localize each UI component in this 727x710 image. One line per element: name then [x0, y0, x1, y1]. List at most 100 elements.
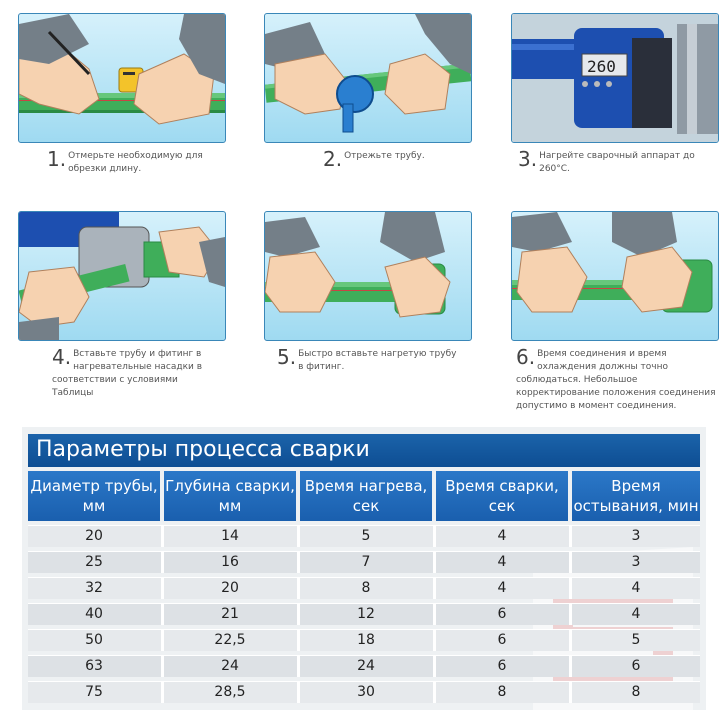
column-separator [569, 682, 572, 703]
step-number: 5. [277, 345, 297, 369]
table-cell: 18 [357, 632, 375, 648]
table-row: 63 24 24 6 6 [28, 655, 700, 677]
step-4-illustration [18, 211, 226, 341]
table-cell: 25 [85, 554, 103, 570]
column-separator [297, 630, 300, 651]
table-cell: 4 [631, 580, 641, 596]
column-separator [297, 526, 300, 547]
table-cell: 30 [357, 684, 375, 700]
step-text: Время соединения и время охлаждения долж… [516, 349, 716, 411]
column-separator [161, 552, 164, 573]
table-cell: 20 [221, 580, 239, 596]
column-separator [569, 630, 572, 651]
step-number: 3. [518, 147, 538, 171]
table-cell: 24 [357, 658, 375, 674]
table-cell: 4 [497, 528, 507, 544]
step-5-caption: 5. Быстро вставьте нагретую трубу в фити… [277, 345, 457, 374]
column-separator [161, 604, 164, 625]
table-cell: 4 [497, 580, 507, 596]
step-number: 2. [323, 147, 343, 171]
column-separator [161, 682, 164, 703]
table-cell: 20 [85, 528, 103, 544]
step-4-caption: 4. Вставьте трубу и фитинг в нагреватель… [52, 345, 212, 400]
column-separator [569, 578, 572, 599]
step-text: Отрежьте трубу. [344, 151, 425, 161]
table-cell: 7 [361, 554, 371, 570]
step-text: Вставьте трубу и фитинг в нагревательные… [52, 349, 203, 398]
column-separator [161, 526, 164, 547]
table-cell: 50 [85, 632, 103, 648]
column-separator [297, 682, 300, 703]
step-text: Нагрейте сварочный аппарат до 260°С. [539, 151, 695, 174]
column-separator [161, 578, 164, 599]
column-separator [433, 630, 436, 651]
header-diameter: Диаметр трубы, мм [28, 471, 160, 521]
step-1-illustration [18, 13, 226, 143]
column-separator [433, 578, 436, 599]
step-3-caption: 3. Нагрейте сварочный аппарат до 260°С. [518, 147, 718, 176]
column-separator [297, 656, 300, 677]
step-number: 4. [52, 345, 72, 369]
table-cell: 63 [85, 658, 103, 674]
column-separator [297, 604, 300, 625]
header-welding-time: Время сварки, сек [436, 471, 568, 521]
step-1-caption: 1. Отмерьте необходимую для обрезки длин… [47, 147, 222, 176]
device-display: 260 [587, 57, 616, 76]
column-separator [433, 604, 436, 625]
table-cell: 5 [361, 528, 371, 544]
table-cell: 16 [221, 554, 239, 570]
table-cell: 14 [221, 528, 239, 544]
column-separator [297, 552, 300, 573]
header-depth: Глубина сварки, мм [164, 471, 296, 521]
table-cell: 21 [221, 606, 239, 622]
table-title-bar: Параметры процесса сварки [28, 434, 700, 467]
table-cell: 5 [631, 632, 641, 648]
column-separator [161, 630, 164, 651]
column-separator [569, 604, 572, 625]
table-title: Параметры процесса сварки [36, 437, 370, 462]
column-separator [161, 656, 164, 677]
table-cell: 4 [497, 554, 507, 570]
table-cell: 28,5 [214, 684, 246, 700]
table-cell: 3 [631, 554, 641, 570]
step-number: 6. [516, 345, 536, 369]
table-row: 20 14 5 4 3 [28, 525, 700, 547]
welding-parameters-table: Параметры процесса сварки Диаметр трубы,… [22, 427, 706, 710]
table-cell: 6 [497, 606, 507, 622]
step-6-caption: 6. Время соединения и время охлаждения д… [516, 345, 721, 413]
table-row: 50 22,5 18 6 5 [28, 629, 700, 651]
step-2-caption: 2. Отрежьте трубу. [323, 147, 473, 171]
step-number: 1. [47, 147, 67, 171]
header-cooling-time: Время остывания, мин [572, 471, 700, 521]
table-cell: 24 [221, 658, 239, 674]
column-separator [433, 526, 436, 547]
table-cell: 3 [631, 528, 641, 544]
table-cell: 6 [631, 658, 641, 674]
column-separator [569, 526, 572, 547]
table-cell: 8 [361, 580, 371, 596]
table-cell: 75 [85, 684, 103, 700]
header-heating-time: Время нагрева, сек [300, 471, 432, 521]
table-cell: 8 [631, 684, 641, 700]
column-separator [433, 552, 436, 573]
table-cell: 4 [631, 606, 641, 622]
column-separator [569, 552, 572, 573]
step-text: Отмерьте необходимую для обрезки длину. [68, 151, 203, 174]
table-cell: 6 [497, 632, 507, 648]
table-cell: 32 [85, 580, 103, 596]
column-separator [433, 682, 436, 703]
step-2-illustration [264, 13, 472, 143]
column-separator [569, 656, 572, 677]
column-separator [297, 578, 300, 599]
table-cell: 8 [497, 684, 507, 700]
table-cell: 22,5 [214, 632, 246, 648]
table-row: 75 28,5 30 8 8 [28, 681, 700, 703]
step-text: Быстро вставьте нагретую трубу в фитинг. [298, 349, 457, 372]
table-row: 25 16 7 4 3 [28, 551, 700, 573]
step-3-illustration: 260 [511, 13, 719, 143]
column-separator [433, 656, 436, 677]
table-cell: 40 [85, 606, 103, 622]
table-row: 32 20 8 4 4 [28, 577, 700, 599]
table-cell: 6 [497, 658, 507, 674]
